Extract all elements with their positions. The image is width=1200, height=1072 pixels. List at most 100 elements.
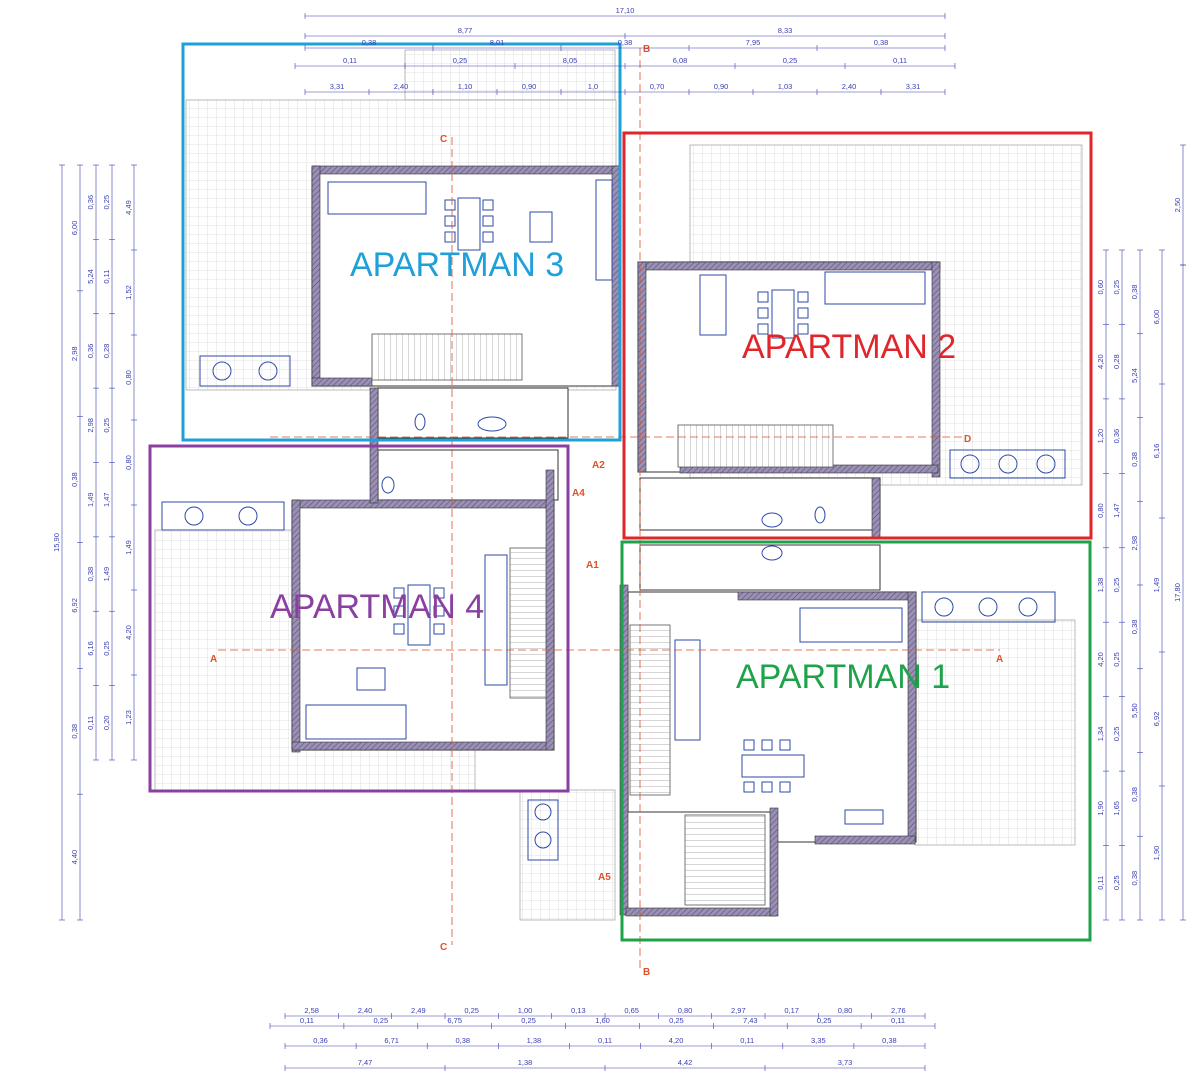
dim-top-row4-value: 0,25	[453, 56, 468, 65]
outline-apartman-2	[622, 131, 1093, 540]
dim-left-col1-value: 2,98	[70, 346, 79, 361]
sink-4	[381, 476, 395, 494]
lounger-apartman-3	[199, 355, 291, 387]
dim-left-col1-value: 6,00	[70, 221, 79, 236]
sink-2	[761, 512, 783, 528]
dim-bottom-row1-value: 1,00	[518, 1006, 533, 1015]
axis-labels: A A B B C C D A2 A4 A1 A5	[210, 44, 1003, 978]
room-bathroom-3	[377, 387, 569, 439]
axis-label-c-bottom: C	[440, 942, 447, 953]
dim-top-row4-value: 0,11	[343, 56, 357, 65]
dining-table-apartman-3	[444, 197, 494, 251]
dim-left-col2-value: 0,11	[86, 716, 95, 730]
dim-left-col2-value: 1,49	[86, 492, 95, 507]
dim-left-col3-value: 1,47	[102, 492, 111, 507]
dim-left-col3-value: 0,28	[102, 344, 111, 359]
dim-right-col2-value: 0,25	[1112, 280, 1121, 295]
dim-left-col3-value: 0,25	[102, 641, 111, 656]
furniture	[305, 179, 926, 825]
dim-left-outer-value: 15,90	[52, 533, 61, 552]
dim-bottom-row3-value: 3,35	[811, 1036, 826, 1045]
dim-right-col3-value: 0,38	[1130, 620, 1139, 635]
level-mark-a2: A2	[592, 460, 605, 471]
dim-right-col3-value: 0,38	[1130, 871, 1139, 886]
kitchen-apartman-1	[674, 639, 701, 741]
dim-bottom-row4-value: 3,73	[838, 1058, 853, 1067]
dim-right-col1-value: 1,38	[1096, 578, 1105, 593]
lounger-apartman-2	[949, 449, 1066, 479]
dim-right-col2-value: 1,47	[1112, 503, 1121, 518]
dim-left-col1-value: 0,38	[70, 724, 79, 739]
dim-bottom-row1-value: 2,97	[731, 1006, 746, 1015]
dim-left-col4-value: 0,80	[124, 455, 133, 470]
dining-table-apartman-2	[757, 289, 809, 339]
kitchen-apartman-4	[484, 554, 508, 686]
dim-bottom-row3-value: 0,38	[455, 1036, 470, 1045]
apartment-outlines	[148, 42, 1093, 942]
toilet-3	[414, 413, 426, 431]
dim-left-col1-value: 6,92	[70, 598, 79, 613]
dim-top-row4-value: 0,11	[893, 56, 907, 65]
dim-left-col4-value: 1,23	[124, 710, 133, 725]
dim-top-row2-value: 8,33	[778, 26, 793, 35]
dim-right-col1-value: 1,90	[1096, 801, 1105, 816]
dim-top-row1-value: 17,10	[616, 6, 635, 15]
dim-top-row4-value: 0,25	[783, 56, 798, 65]
dim-left-col3-value: 0,25	[102, 418, 111, 433]
dim-bottom-row3-value: 1,38	[527, 1036, 542, 1045]
dim-left-col1-value: 0,38	[70, 472, 79, 487]
dim-bottom-row3-value: 0,11	[740, 1036, 754, 1045]
axis-label-a-right: A	[996, 654, 1003, 665]
dim-left-col1-value: 4,40	[70, 850, 79, 865]
sink-1	[761, 545, 783, 561]
dim-left-col2-value: 0,38	[86, 567, 95, 582]
apartman-1-label: APARTMAN 1	[736, 658, 950, 696]
room-bathroom-4	[377, 449, 559, 501]
dim-bottom-row2-value: 7,43	[743, 1016, 758, 1025]
room-bathroom-1	[639, 544, 881, 591]
dim-right-top-value: 2,50	[1173, 198, 1182, 213]
lounger-apartman-4	[161, 501, 285, 531]
dim-top-row5-value: 0,90	[522, 82, 537, 91]
kitchen-apartman-2	[699, 274, 727, 336]
dim-bottom-row1-value: 0,25	[464, 1006, 479, 1015]
room-bathroom-2	[639, 477, 881, 531]
apartman-3-label: APARTMAN 3	[350, 246, 564, 284]
outline-apartman-3	[181, 42, 622, 442]
dim-top-row5-value: 2,40	[394, 82, 409, 91]
dim-left-col3-value: 0,25	[102, 195, 111, 210]
lounger-center	[527, 799, 559, 861]
dim-left-col3-value: 0,11	[102, 270, 111, 284]
building-rooms	[291, 167, 939, 913]
dim-right-col2-value: 0,25	[1112, 578, 1121, 593]
dim-bottom-row2-value: 0,25	[669, 1016, 684, 1025]
dim-bottom-row1-value: 2,76	[891, 1006, 906, 1015]
axis-label-a-left: A	[210, 654, 217, 665]
dim-top-row5-value: 0,70	[650, 82, 665, 91]
dim-right-col1-value: 0,11	[1096, 876, 1105, 890]
dim-bottom-row3-value: 6,71	[384, 1036, 399, 1045]
dim-top-row5-value: 1,10	[458, 82, 473, 91]
bathtub-3	[477, 416, 507, 432]
dim-bottom-row2-value: 0,11	[891, 1016, 905, 1025]
dim-top-row3-value: 0,38	[874, 38, 889, 47]
terrace-top-strip	[404, 49, 616, 101]
dim-bottom-row4-value: 7,47	[358, 1058, 373, 1067]
dim-right-col3-value: 5,50	[1130, 703, 1139, 718]
dim-right-col2-value: 0,36	[1112, 429, 1121, 444]
dim-right-col1-value: 0,80	[1096, 503, 1105, 518]
apartman-4-label: APARTMAN 4	[270, 588, 484, 626]
dim-left-col4-value: 1,52	[124, 285, 133, 300]
terrace-center-strip	[519, 789, 616, 921]
outline-apartman-1	[620, 540, 1092, 942]
dim-right-col1-value: 1,34	[1096, 727, 1105, 742]
axis-label-d: D	[964, 434, 971, 445]
toilet-2	[814, 506, 826, 524]
level-mark-a1: A1	[586, 560, 599, 571]
axis-lines	[218, 48, 1000, 970]
coffee-table-1	[844, 809, 884, 825]
dim-bottom-row2-value: 1,60	[595, 1016, 610, 1025]
room-apartman-1-living	[627, 591, 917, 843]
dim-bottom-row1-value: 0,13	[571, 1006, 586, 1015]
